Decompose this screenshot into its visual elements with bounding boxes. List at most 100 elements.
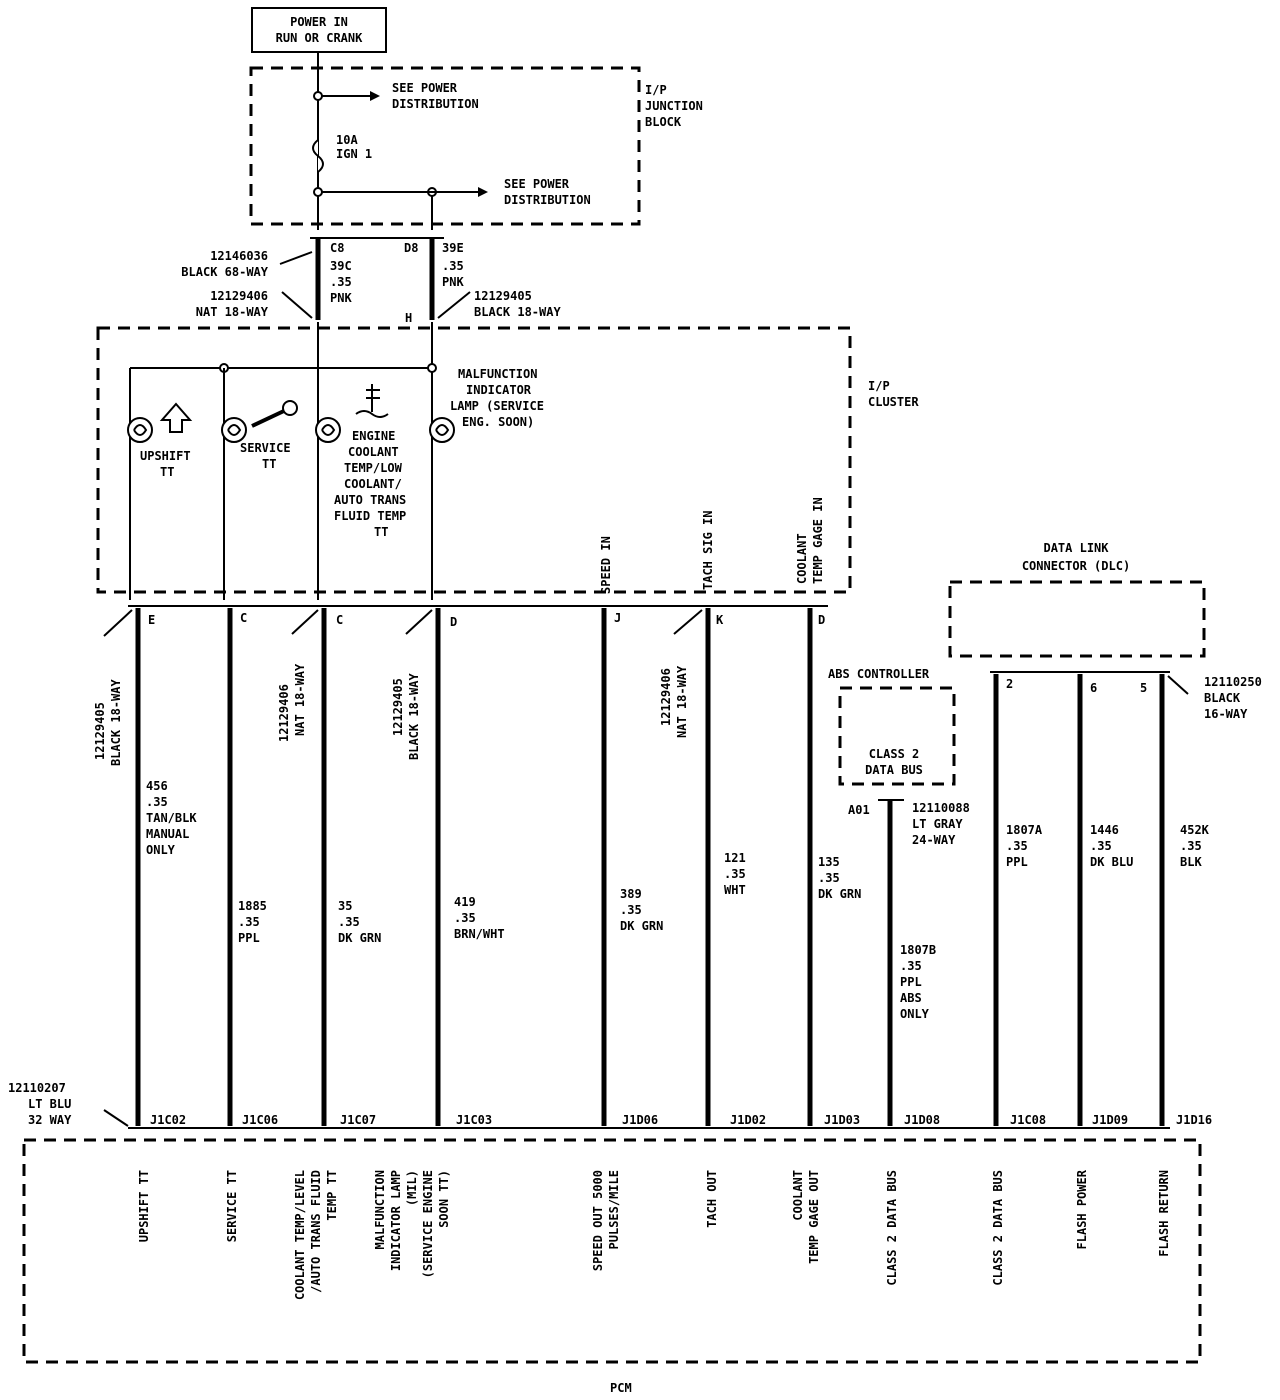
w389-2: .35 — [620, 903, 642, 917]
junction-block-label-1: I/P — [645, 83, 667, 97]
pcm-pin-j1d03: J1D03 — [824, 1113, 860, 1127]
upshift-label-2: TT — [160, 465, 174, 479]
mid-connector-4-part: 12129406 — [659, 668, 673, 726]
power-in-line2: RUN OR CRANK — [276, 31, 363, 45]
cluster-label-1: I/P — [868, 379, 890, 393]
abs-bus-2: DATA BUS — [865, 763, 923, 777]
mil-lamp-icon — [429, 417, 455, 443]
pin-6: 6 — [1090, 681, 1097, 695]
abs-label: ABS CONTROLLER — [828, 667, 930, 681]
pcm-connector-color: LT BLU — [28, 1097, 71, 1111]
dlc-box — [948, 580, 1206, 658]
pcm-function-f2-line-1: SERVICE TT — [225, 1170, 239, 1242]
pin-d-1: D — [450, 615, 457, 629]
pin-e: E — [148, 613, 155, 627]
w35-3: DK GRN — [338, 931, 381, 945]
w456-4: MANUAL — [146, 827, 189, 841]
cluster-box — [96, 326, 852, 594]
arrow-right-icon — [478, 187, 488, 197]
w35-1: 35 — [338, 899, 352, 913]
pcm-pin-j1c06: J1C06 — [242, 1113, 278, 1127]
mid-connector-1-part: 12129405 — [93, 702, 107, 760]
pin-2: 2 — [1006, 677, 1013, 691]
w419-2: .35 — [454, 911, 476, 925]
mid-connector-1-desc: BLACK 18-WAY — [109, 679, 123, 766]
pcm-pin-j1c03: J1C03 — [456, 1113, 492, 1127]
wrench-icon — [251, 400, 298, 428]
pcm-pin-j1d08: J1D08 — [904, 1113, 940, 1127]
w456-1: 456 — [146, 779, 168, 793]
pcm-function-f10-line-1: FLASH POWER — [1075, 1169, 1089, 1249]
w121-2: .35 — [724, 867, 746, 881]
mil-label-3: LAMP (SERVICE — [450, 399, 544, 413]
pcm-function-f3-line-3: TEMP TT — [325, 1170, 339, 1221]
w452k-1: 452K — [1180, 823, 1210, 837]
arrow-right-icon — [370, 91, 380, 101]
pcm-function-f4-line-2: INDICATOR LAMP — [389, 1170, 403, 1271]
w1446-3: DK BLU — [1090, 855, 1133, 869]
part-12146036-desc: BLACK 68-WAY — [181, 265, 268, 279]
pin-c-2: C — [336, 613, 343, 627]
pcm-function-f1-line-1: UPSHIFT TT — [137, 1170, 151, 1242]
w135-2: .35 — [818, 871, 840, 885]
mid-connector-3-part: 12129405 — [391, 678, 405, 736]
w1807a-3: PPL — [1006, 855, 1028, 869]
mid-connector-3-desc: BLACK 18-WAY — [407, 673, 421, 760]
see-power-1b: DISTRIBUTION — [392, 97, 479, 111]
abs-box — [838, 686, 956, 786]
splice-1 — [313, 91, 323, 101]
mil-label-2: INDICATOR — [466, 383, 532, 397]
fuse-name: IGN 1 — [336, 147, 372, 161]
engine-label-5: AUTO TRANS — [334, 493, 406, 507]
see-power-1a: SEE POWER — [392, 81, 458, 95]
pcm-box — [22, 1138, 1202, 1364]
service-label-1: SERVICE — [240, 441, 291, 455]
dlc-part-2: BLACK — [1204, 691, 1241, 705]
engine-label-2: COOLANT — [348, 445, 399, 459]
pcm-connector-ways: 32 WAY — [28, 1113, 72, 1127]
upshift-lamp-icon — [127, 417, 153, 443]
wire-39e-size: .35 — [442, 259, 464, 273]
w1807a-1: 1807A — [1006, 823, 1043, 837]
w1807b-5: ONLY — [900, 1007, 930, 1021]
w452k-2: .35 — [1180, 839, 1202, 853]
w1807b-2: .35 — [900, 959, 922, 973]
pcm-pin-j1d09: J1D09 — [1092, 1113, 1128, 1127]
w1446-2: .35 — [1090, 839, 1112, 853]
pcm-function-f9-line-1: CLASS 2 DATA BUS — [991, 1170, 1005, 1286]
dlc-label-2: CONNECTOR (DLC) — [1022, 559, 1130, 573]
pcm-connector-part: 12110207 — [8, 1081, 66, 1095]
pcm-pin-j1c07: J1C07 — [340, 1113, 376, 1127]
w456-2: .35 — [146, 795, 168, 809]
leader-line — [281, 291, 313, 319]
w35-2: .35 — [338, 915, 360, 929]
pin-a01: A01 — [848, 803, 870, 817]
fuse-rating: 10A — [336, 133, 358, 147]
wire-39c-size: .35 — [330, 275, 352, 289]
part-12146036: 12146036 — [210, 249, 268, 263]
pcm-function-f4-line-5: SOON TT) — [437, 1170, 451, 1228]
mid-connector-2-part: 12129406 — [277, 684, 291, 742]
w389-1: 389 — [620, 887, 642, 901]
junction-block-label-3: BLOCK — [645, 115, 682, 129]
w1885-2: .35 — [238, 915, 260, 929]
pcm-function-f11-line-1: FLASH RETURN — [1157, 1170, 1171, 1257]
pin-k: K — [716, 613, 724, 627]
pcm-function-f8-line-1: CLASS 2 DATA BUS — [885, 1170, 899, 1286]
thermometer-icon — [355, 384, 389, 418]
upshift-arrow-icon — [159, 402, 193, 433]
w1446-1: 1446 — [1090, 823, 1119, 837]
pin-h: H — [405, 311, 412, 325]
leader-line — [673, 609, 703, 635]
w456-3: TAN/BLK — [146, 811, 197, 825]
pin-d8: D8 — [404, 241, 418, 255]
coolant-gage-in-label-1: COOLANT — [795, 533, 809, 584]
leader-line — [1167, 675, 1189, 695]
pcm-function-f7-line-1: COOLANT — [791, 1170, 805, 1221]
power-in-line1: POWER IN — [290, 15, 348, 29]
mil-label-1: MALFUNCTION — [458, 367, 537, 381]
see-power-2a: SEE POWER — [504, 177, 570, 191]
